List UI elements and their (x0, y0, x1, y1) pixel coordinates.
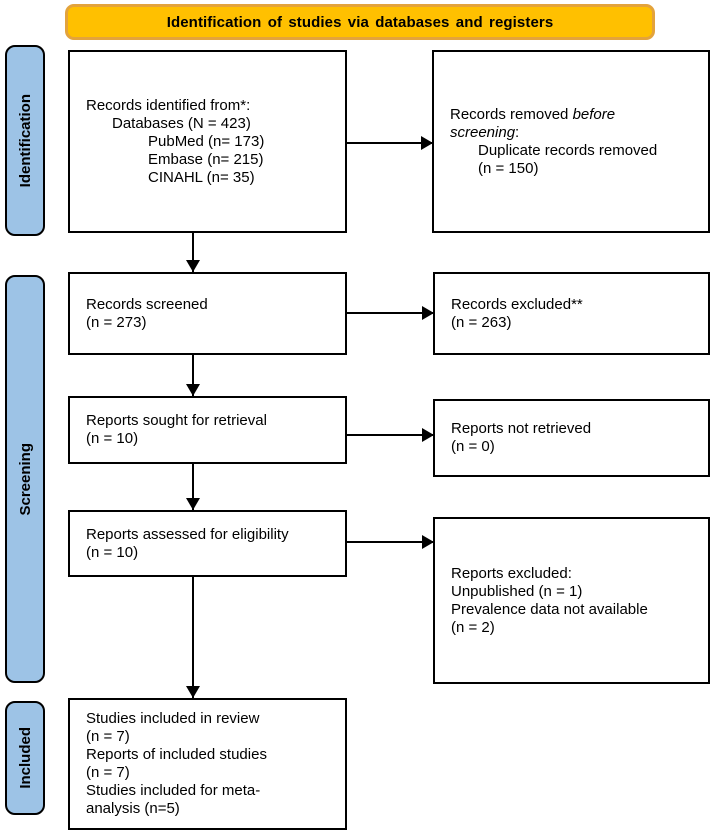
studies-included-line2: (n = 7) (86, 728, 130, 745)
arrow-identified-to-screened (192, 233, 194, 272)
box-reports-assessed: Reports assessed for eligibility (n = 10… (68, 510, 347, 577)
box-reports-excluded: Reports excluded: Unpublished (n = 1) Pr… (433, 517, 710, 684)
records-removed-line2-colon: : (515, 123, 520, 141)
records-removed-line1-text: Records removed (450, 105, 573, 123)
box-records-excluded: Records excluded** (n = 263) (433, 272, 710, 355)
records-identified-embase: Embase (n= 215) (148, 150, 264, 168)
records-removed-line2-italic: screening (450, 123, 516, 141)
arrow-screened-to-sought (192, 355, 194, 396)
reports-sought-line1: Reports sought for retrieval (86, 412, 267, 429)
box-records-removed: Records removed before screening: Duplic… (432, 50, 710, 233)
stage-label-screening-text: Screening (16, 442, 34, 516)
records-removed-count: (n = 150) (478, 159, 539, 177)
arrow-assessed-to-reports-excluded (347, 541, 433, 543)
box-records-screened: Records screened (n = 273) (68, 272, 347, 355)
studies-included-line4: (n = 7) (86, 764, 130, 781)
reports-assessed-line2: (n = 10) (86, 543, 139, 561)
reports-not-retrieved-line1: Reports not retrieved (451, 420, 592, 437)
stage-label-screening: Screening (5, 275, 45, 683)
records-screened-line2: (n = 273) (86, 313, 147, 331)
reports-sought-line2: (n = 10) (86, 430, 139, 447)
arrow-identified-to-removed (347, 142, 432, 144)
studies-included-line5: Studies included for meta- (86, 782, 261, 799)
records-removed-line2: screening: (450, 124, 702, 142)
banner-title-text: Identification of studies via databases … (166, 13, 554, 31)
studies-included-line1: Studies included in review (86, 710, 260, 727)
records-screened-line1: Records screened (86, 295, 208, 313)
stage-label-included: Included (5, 701, 45, 815)
records-identified-databases: Databases (N = 423) (112, 114, 251, 132)
box-reports-sought: Reports sought for retrieval (n = 10) (68, 396, 347, 464)
arrow-sought-to-not-retrieved (347, 434, 433, 436)
records-identified-title: Records identified from*: (86, 96, 251, 114)
records-removed-line1: Records removed before (450, 106, 702, 124)
box-reports-not-retrieved: Reports not retrieved (n = 0) (433, 399, 710, 477)
studies-included-line6: analysis (n=5) (86, 800, 180, 817)
records-identified-cinahl: CINAHL (n= 35) (148, 168, 255, 186)
records-removed-line1-italic: before (572, 105, 616, 123)
reports-not-retrieved-line2: (n = 0) (451, 438, 495, 455)
arrow-screened-to-excluded (347, 312, 433, 314)
reports-excluded-line3: Prevalence data not available (451, 600, 648, 618)
banner-title: Identification of studies via databases … (65, 4, 655, 40)
arrow-assessed-to-included (192, 577, 194, 698)
records-removed-detail: Duplicate records removed (478, 141, 658, 159)
reports-excluded-line2: Unpublished (n = 1) (451, 582, 583, 600)
box-studies-included: Studies included in review (n = 7) Repor… (68, 698, 347, 830)
records-identified-pubmed: PubMed (n= 173) (148, 132, 265, 150)
reports-assessed-line1: Reports assessed for eligibility (86, 525, 289, 543)
stage-label-included-text: Included (16, 727, 34, 789)
reports-excluded-line1: Reports excluded: (451, 564, 572, 582)
arrow-sought-to-assessed (192, 464, 194, 510)
stage-label-identification: Identification (5, 45, 45, 236)
studies-included-line3: Reports of included studies (86, 746, 267, 763)
box-records-identified: Records identified from*: Databases (N =… (68, 50, 347, 233)
records-excluded-line1: Records excluded** (451, 295, 583, 313)
reports-excluded-line4: (n = 2) (451, 618, 495, 636)
records-excluded-line2: (n = 263) (451, 313, 512, 331)
stage-label-identification-text: Identification (16, 93, 34, 188)
